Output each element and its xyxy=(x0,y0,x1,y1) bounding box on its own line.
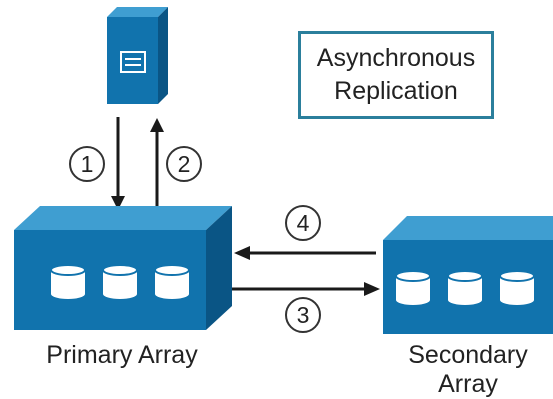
disk-icon xyxy=(447,270,483,305)
secondary-array-label-line-1: Secondary xyxy=(408,341,528,369)
arrow-step-2 xyxy=(150,118,164,210)
primary-array-icon xyxy=(14,206,232,330)
arrow-step-3 xyxy=(232,282,380,296)
disk-icon xyxy=(102,264,138,299)
step-1-badge: 1 xyxy=(69,146,105,182)
diagram-title-box: Asynchronous Replication xyxy=(298,31,494,119)
step-3-badge: 3 xyxy=(285,297,321,333)
step-4-badge: 4 xyxy=(285,205,321,241)
arrow-step-1 xyxy=(111,117,125,210)
step-2-badge: 2 xyxy=(166,146,202,182)
title-line-1: Asynchronous xyxy=(316,44,476,72)
disk-icon xyxy=(395,270,431,305)
server-icon xyxy=(107,7,168,104)
disk-icon xyxy=(154,264,190,299)
arrow-step-4 xyxy=(234,246,376,260)
secondary-array-icon xyxy=(383,216,553,334)
disk-icon xyxy=(50,264,86,299)
title-line-2: Replication xyxy=(334,77,458,105)
disk-icon xyxy=(499,270,535,305)
secondary-array-label-line-2: Array xyxy=(438,370,498,398)
primary-array-label: Primary Array xyxy=(46,341,198,369)
